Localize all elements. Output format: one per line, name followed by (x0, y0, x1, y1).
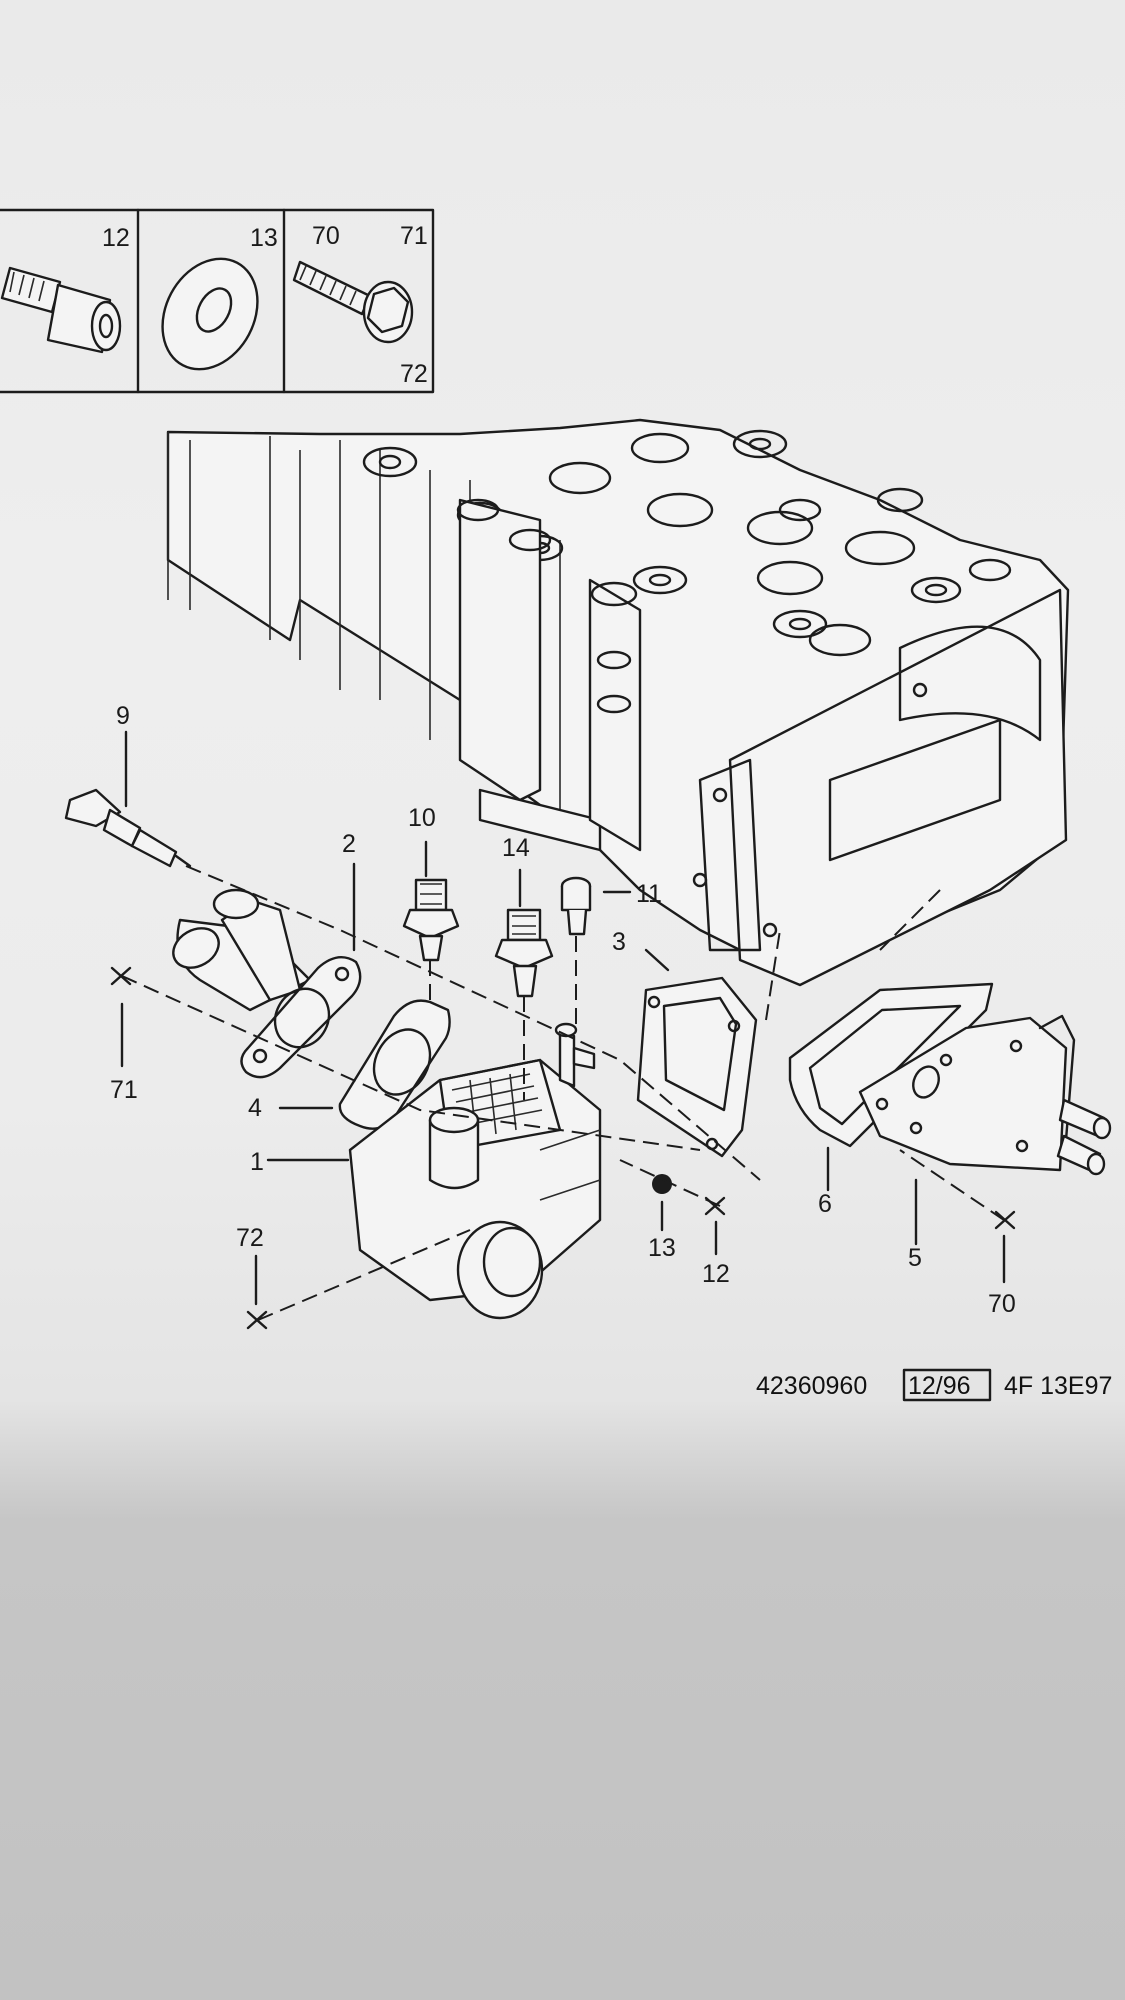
legend-number: 70 (312, 222, 340, 250)
thermostat-housing-part (348, 1022, 602, 1320)
leader-lines (120, 730, 1006, 1306)
date-box: 12/96 (908, 1372, 971, 1400)
diagram-reference-footer: 42360960 12/96 4F 13E97 (756, 1368, 1112, 1402)
legend-frame (0, 208, 435, 394)
plug-11-part (560, 876, 592, 936)
callout-14: 14 (502, 834, 530, 862)
gasket-3-part (636, 976, 758, 1158)
sensor-14-part (494, 908, 554, 998)
cylinder-head-drawing (166, 418, 1070, 987)
temperature-sender-part (64, 788, 192, 868)
sensor-10-part (402, 878, 460, 962)
outlet-elbow-part (172, 888, 312, 1012)
callout-70: 70 (988, 1290, 1016, 1318)
legend-number: 12 (102, 224, 130, 252)
flange-bolt-icon (292, 260, 414, 344)
bolt-position-markers (110, 966, 1016, 1330)
callout-71: 71 (110, 1076, 138, 1104)
callout-11: 11 (636, 880, 662, 908)
callout-12: 12 (702, 1260, 730, 1288)
reference-code: 4F 13E97 (1004, 1372, 1112, 1400)
callout-1: 1 (250, 1148, 264, 1176)
callout-3: 3 (612, 928, 626, 956)
legend-number: 13 (250, 224, 278, 252)
callout-5: 5 (908, 1244, 922, 1272)
callout-10: 10 (408, 804, 436, 832)
gasket-2-part (240, 956, 362, 1079)
legend-number: 71 (400, 222, 428, 250)
gasket-4-part (338, 999, 451, 1130)
washer-icon (161, 257, 259, 371)
fastener-legend: 12 13 70 71 72 (0, 208, 435, 394)
callout-13: 13 (648, 1234, 676, 1262)
legend-number: 72 (400, 360, 428, 388)
callout-6: 6 (818, 1190, 832, 1218)
part-number: 42360960 (756, 1372, 867, 1400)
callout-72: 72 (236, 1224, 264, 1252)
callout-2: 2 (342, 830, 356, 858)
callout-9: 9 (116, 702, 130, 730)
date-box-frame (902, 1368, 992, 1402)
gasket-6-part (788, 982, 994, 1148)
cap-screw-icon (0, 266, 122, 354)
washer-13-marker (652, 1174, 672, 1194)
cover-5-part (858, 1014, 1112, 1176)
assembly-axes (121, 865, 1005, 1321)
callout-4: 4 (248, 1094, 262, 1122)
